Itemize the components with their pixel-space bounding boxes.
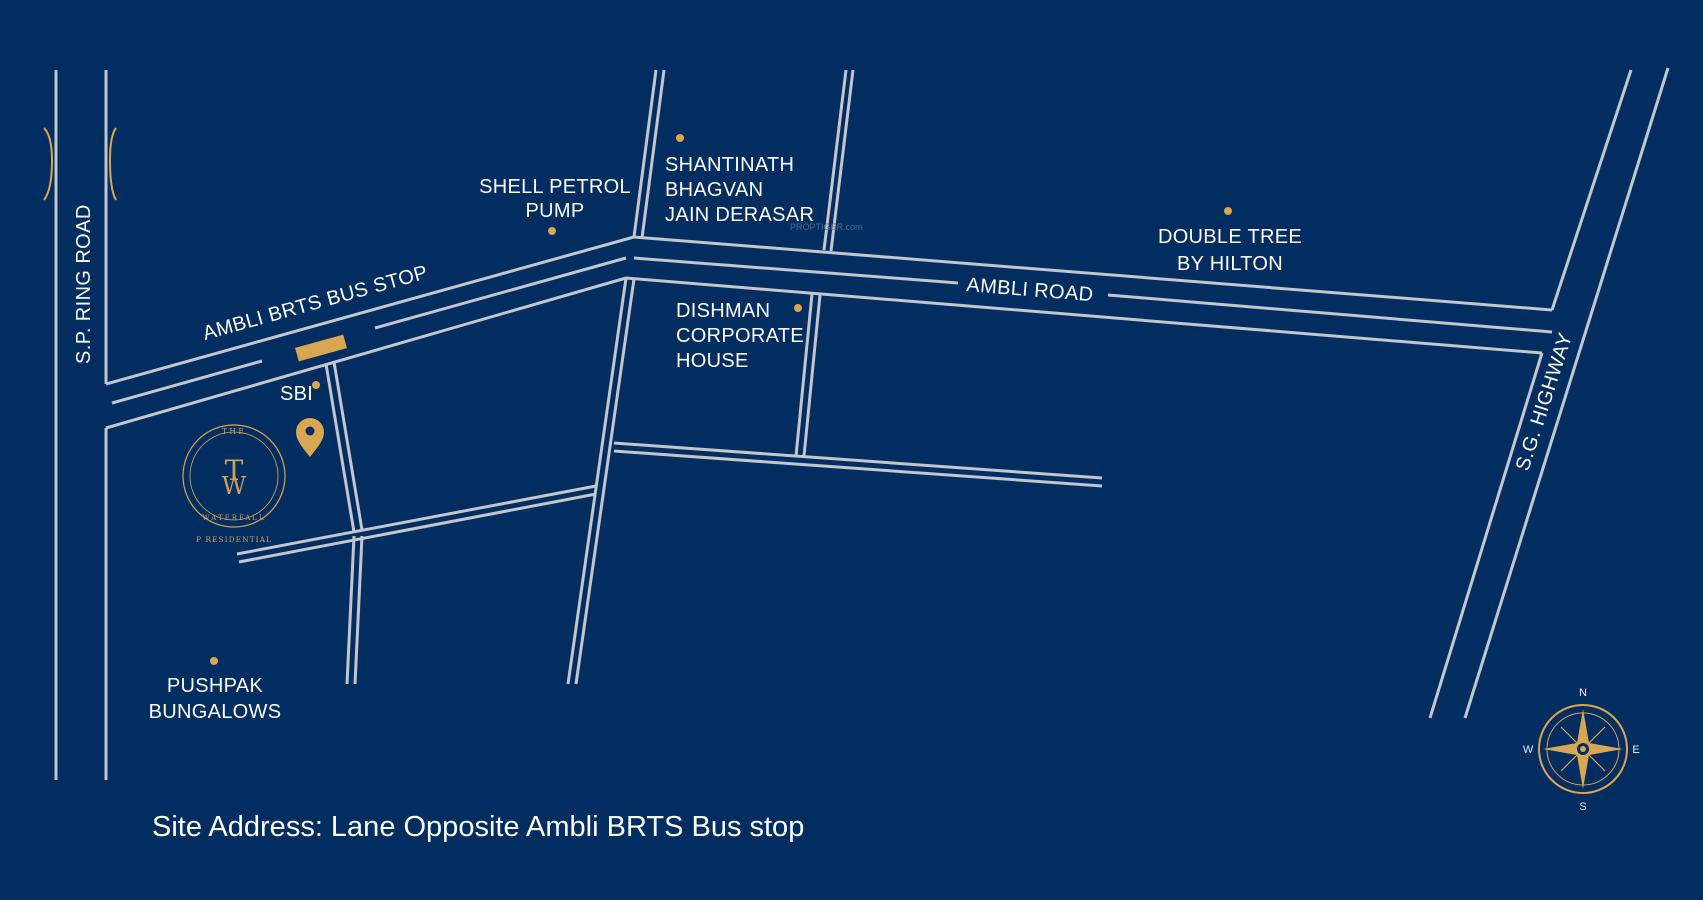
central-lane-right xyxy=(574,278,636,685)
sg-highway-right-edge xyxy=(1463,67,1670,719)
ambli-road-lower-edge xyxy=(625,276,1543,355)
brts-road-lower-edge xyxy=(105,276,627,430)
roads xyxy=(54,67,1670,780)
north-lane-left xyxy=(632,69,658,238)
compass-rose-icon: N E S W xyxy=(1523,687,1640,813)
landmark-dishman-corporate-house: DISHMAN CORPORATE HOUSE xyxy=(676,300,804,372)
east-lane-lower xyxy=(613,449,1103,488)
landmark-dot-icon xyxy=(210,657,218,665)
dishman-lane-right xyxy=(802,294,822,457)
ambli-road-upper-edge xyxy=(633,235,1553,312)
landmark-label-line: DOUBLE TREE xyxy=(1158,226,1302,248)
watermark-text: PROPTIGER.com xyxy=(790,222,863,232)
sp-ring-road-label: S.P. RING ROAD xyxy=(73,204,95,364)
ambli-road-median-right xyxy=(1107,293,1553,334)
site-lane-south-left xyxy=(345,535,356,685)
landmark-label-line: DISHMAN xyxy=(676,300,770,322)
site-lane-right xyxy=(332,361,364,531)
landmark-label: SBI xyxy=(280,383,313,405)
landmark-label-line: BY HILTON xyxy=(1177,253,1283,275)
flyover-icon xyxy=(43,127,117,201)
cross-lane-lower xyxy=(238,492,597,564)
landmark-dot-icon xyxy=(548,227,556,235)
brts-bus-stop-icon xyxy=(295,334,347,362)
cross-lane-upper xyxy=(236,484,597,556)
east-lane-upper xyxy=(613,441,1103,480)
landmark-label-line: SHANTINATH xyxy=(665,154,794,176)
landmark-label-line: BUNGALOWS xyxy=(149,701,282,723)
the-waterfall-logo: THE T W WATERFALL P RESIDENTIAL xyxy=(182,424,286,544)
landmark-double-tree-by-hilton: DOUBLE TREE BY HILTON xyxy=(1158,207,1302,275)
landmark-label-line: CORPORATE xyxy=(676,325,804,347)
landmark-sbi: SBI xyxy=(280,381,320,405)
landmark-label-line: PUSHPAK xyxy=(167,675,264,697)
logo-caption: P RESIDENTIAL xyxy=(196,535,272,544)
landmark-shell-petrol-pump: SHELL PETROL PUMP xyxy=(479,176,631,235)
landmark-label-line: SHELL PETROL xyxy=(479,176,631,198)
derasar-lane-left xyxy=(822,69,848,251)
landmark-dot-icon xyxy=(1224,207,1232,215)
compass-north-label: N xyxy=(1579,687,1587,699)
ambli-road-median-left xyxy=(633,256,959,285)
site-address: Site Address: Lane Opposite Ambli BRTS B… xyxy=(152,811,804,843)
landmark-label-line: JAIN DERASAR xyxy=(665,204,814,226)
brts-road-median-right xyxy=(374,256,627,330)
sg-highway-left-edge-lower xyxy=(1428,352,1544,719)
compass-south-label: S xyxy=(1579,801,1586,813)
ambli-road-label: AMBLI ROAD xyxy=(966,274,1095,306)
landmark-pushpak-bungalows: PUSHPAK BUNGALOWS xyxy=(149,657,282,723)
landmark-dot-icon xyxy=(794,304,802,312)
landmark-label-line: HOUSE xyxy=(676,350,749,372)
dishman-lane-left xyxy=(794,293,814,457)
central-lane-left xyxy=(566,277,628,685)
logo-monogram-top: T xyxy=(225,454,244,487)
derasar-lane-right xyxy=(829,69,855,252)
brts-road-median-left xyxy=(111,359,263,405)
site-location-pin-icon xyxy=(296,418,324,457)
compass-east-label: E xyxy=(1632,744,1639,756)
site-lane-south-right xyxy=(353,535,364,685)
brts-road-upper-edge xyxy=(105,235,635,386)
site-lane-left xyxy=(324,363,356,533)
north-lane-right xyxy=(640,69,666,239)
logo-text-top: THE xyxy=(222,427,246,436)
landmark-dot-icon xyxy=(312,381,320,389)
logo-text-bottom: WATERFALL xyxy=(202,514,265,522)
compass-west-label: W xyxy=(1523,744,1534,756)
landmark-shantinath-jain-derasar: SHANTINATH BHAGVAN JAIN DERASAR xyxy=(665,134,814,226)
landmark-label-line: PUMP xyxy=(526,200,585,222)
logo-monogram-bottom: W xyxy=(222,472,247,500)
sg-highway-left-edge-upper xyxy=(1550,69,1633,311)
landmark-label-line: BHAGVAN xyxy=(665,179,763,201)
landmark-dot-icon xyxy=(676,134,684,142)
